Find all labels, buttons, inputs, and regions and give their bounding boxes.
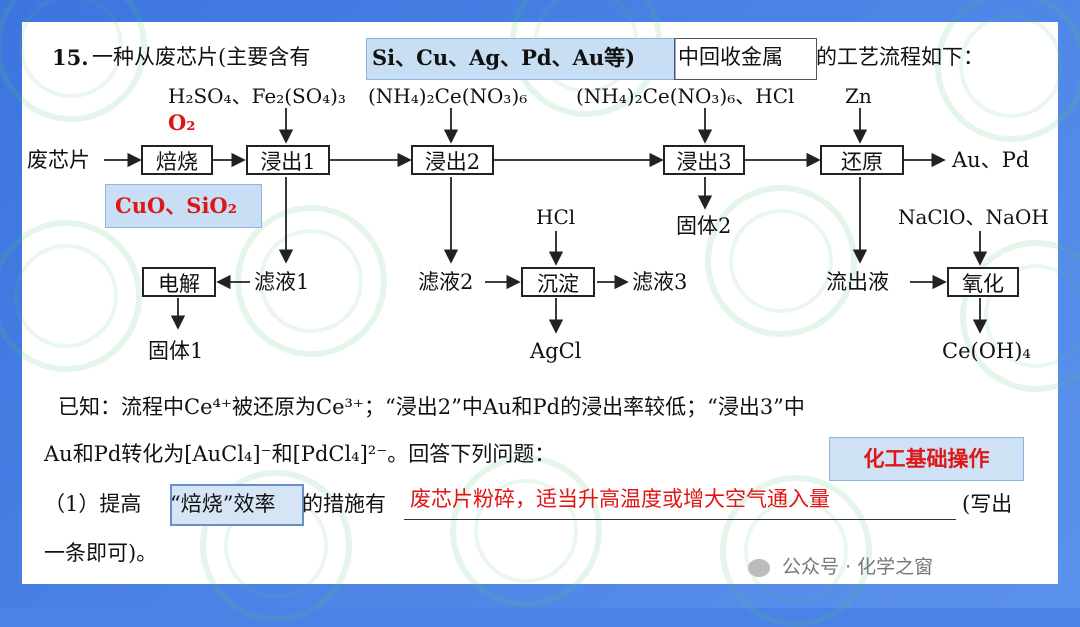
node-leach2: 浸出2	[411, 145, 494, 175]
known-line2: Au和Pd转化为[AuCl₄]⁻和[PdCl₄]²⁻。回答下列问题：	[44, 442, 556, 466]
wechat-icon	[748, 558, 770, 577]
node-ceoh: Ce(OH)₄	[942, 339, 1031, 363]
highlight-elements	[366, 38, 676, 80]
flow-arrows	[104, 108, 988, 334]
node-agcl: AgCl	[530, 339, 582, 363]
question-intro-c: 的工艺流程如下：	[816, 45, 984, 69]
reagent-ceric-hcl: (NH₄)₂Ce(NO₃)₆、HCl	[576, 84, 795, 108]
question-intro-b: 中回收金属	[678, 45, 783, 69]
brand-label: 公众号 · 化学之窗	[748, 552, 933, 579]
topic-tag: 化工基础操作	[829, 437, 1024, 481]
highlight-cuo	[105, 184, 262, 228]
node-product-au: Au、Pd	[952, 148, 1030, 172]
watermark-seal	[960, 240, 1080, 392]
watermark-seal	[0, 0, 147, 122]
question-number: 15.	[52, 45, 89, 70]
node-cuo: CuO、SiO₂	[115, 193, 237, 218]
reagent-zn: Zn	[845, 84, 872, 108]
node-start: 废芯片	[27, 148, 90, 172]
node-oxidize: 氧化	[947, 267, 1019, 297]
reagent-acid: H₂SO₄、Fe₂(SO₄)₃	[168, 84, 346, 108]
watermark-seal	[935, 0, 1080, 142]
watermark-seal	[235, 205, 387, 357]
highlight-recover	[674, 38, 817, 80]
node-filtrate3: 滤液3	[632, 270, 688, 294]
brand-text: 公众号 · 化学之窗	[782, 556, 934, 578]
node-effluent: 流出液	[826, 270, 889, 294]
node-roast: 焙烧	[141, 145, 213, 175]
q1-term: “焙烧”效率	[170, 492, 276, 516]
node-leach1: 浸出1	[246, 145, 330, 175]
reagent-ceric: (NH₄)₂Ce(NO₃)₆	[368, 84, 528, 108]
reagent-hcl: HCl	[536, 205, 576, 229]
q1-suffix: (写出	[962, 492, 1013, 516]
q1-line2: 一条即可)。	[44, 541, 158, 565]
node-solid2: 固体2	[676, 214, 732, 238]
q1-mid: 的措施有	[302, 492, 386, 516]
node-electro: 电解	[142, 267, 216, 297]
answer-underline	[404, 519, 956, 520]
watermark-seal	[450, 455, 602, 607]
watermark-seal	[0, 220, 142, 372]
reagent-o2: O₂	[168, 110, 196, 135]
reagent-naclo: NaClO、NaOH	[898, 205, 1049, 229]
known-line1: 已知：流程中Ce⁴⁺被还原为Ce³⁺；“浸出2”中Au和Pd的浸出率较低；“浸出…	[58, 395, 805, 419]
node-precip: 沉淀	[521, 267, 595, 297]
highlight-roast-efficiency	[170, 484, 304, 526]
q1-answer: 废芯片粉碎，适当升高温度或增大空气通入量	[410, 487, 830, 511]
node-solid1: 固体1	[148, 339, 204, 363]
node-filtrate1: 滤液1	[254, 270, 310, 294]
q1-prefix: （1）提高	[44, 492, 142, 516]
node-reduce: 还原	[820, 145, 904, 175]
node-filtrate2: 滤液2	[418, 270, 474, 294]
question-intro-a: 一种从废芯片(主要含有	[92, 45, 311, 69]
question-elements: Si、Cu、Ag、Pd、Au等)	[372, 45, 636, 70]
node-leach3: 浸出3	[663, 145, 745, 175]
